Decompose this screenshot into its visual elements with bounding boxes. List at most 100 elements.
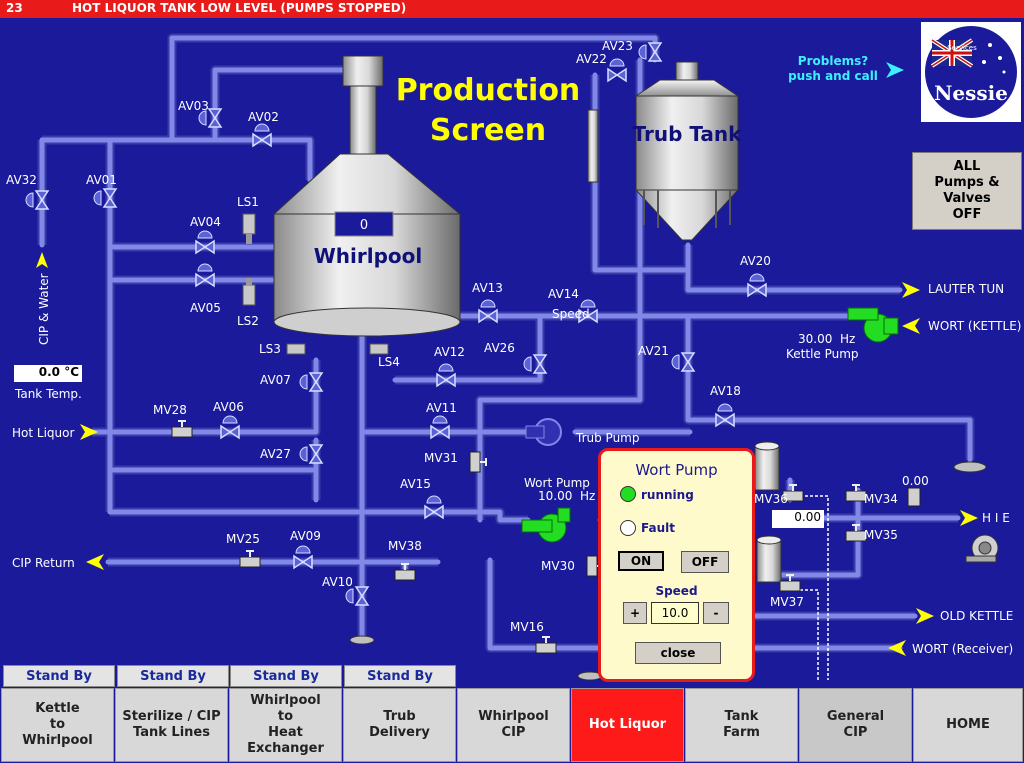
valve-mv36[interactable]	[782, 484, 804, 502]
valve-av03[interactable]	[198, 108, 223, 128]
hie-pump-icon	[965, 534, 999, 563]
valve-mv35[interactable]	[845, 524, 867, 542]
sample-valve-icon[interactable]	[907, 487, 921, 507]
nav-trub-delivery[interactable]: Trub Delivery	[343, 688, 456, 762]
sensor-ls2	[242, 278, 256, 306]
speed-decrease-button[interactable]: -	[703, 602, 729, 624]
process-diagram: Production Screen 0 Whirlpool Trub Tank	[6, 22, 1021, 681]
alarm-bar: 23 HOT LIQUOR TANK LOW LEVEL (PUMPS STOP…	[0, 0, 1024, 18]
label-av23: AV23	[602, 39, 633, 53]
valve-mv38[interactable]	[394, 563, 416, 581]
label-av01: AV01	[86, 173, 117, 187]
all-off-button[interactable]: ALL Pumps & Valves OFF	[912, 152, 1022, 230]
nav-whirlpool-cip[interactable]: Whirlpool CIP	[457, 688, 570, 762]
valve-labels: AV01 AV02 AV03 AV04 AV05 AV06 AV07 AV09 …	[6, 39, 898, 634]
label-mv25: MV25	[226, 532, 260, 546]
sensor-ls3	[286, 343, 306, 355]
standby-kettle-to-whirlpool[interactable]: Stand By	[3, 665, 115, 687]
valve-av05[interactable]	[195, 263, 215, 288]
tank-temp-unit: °C	[64, 365, 79, 379]
hie-top-value: 0.00	[902, 474, 929, 488]
label-av26: AV26	[484, 341, 515, 355]
logo-text: Nessie	[934, 81, 1008, 105]
pump-labels: 30.00 Hz Kettle Pump Wort Pump 10.00 Hz …	[524, 307, 929, 503]
pump-off-button[interactable]: OFF	[681, 551, 729, 573]
trub-tank[interactable]: Trub Tank	[633, 61, 743, 241]
nav-kettle-to-whirlpool[interactable]: Kettle to Whirlpool	[1, 688, 114, 762]
valve-av22[interactable]	[607, 58, 627, 83]
sight-glass	[587, 109, 599, 183]
standby-trub-delivery[interactable]: Stand By	[344, 665, 456, 687]
speed-increase-button[interactable]: +	[623, 602, 647, 624]
valve-av01[interactable]	[93, 188, 118, 208]
valve-av23[interactable]	[638, 42, 663, 62]
fault-indicator-icon	[620, 520, 636, 536]
valve-av02[interactable]	[252, 123, 272, 148]
valve-mv37[interactable]	[779, 574, 801, 592]
arrow-right-icon	[960, 510, 978, 526]
valve-av06[interactable]	[220, 415, 240, 440]
trub-pump-label: Trub Pump	[575, 431, 639, 445]
nav-sterilize-cip[interactable]: Sterilize / CIP Tank Lines	[115, 688, 228, 762]
speed-input[interactable]: 10.0	[651, 602, 699, 624]
valve-av07[interactable]	[299, 372, 324, 392]
speed-label: Speed	[655, 584, 698, 598]
valve-mv34[interactable]	[845, 484, 867, 502]
label-av02: AV02	[248, 110, 279, 124]
title-line-2: Screen	[430, 113, 546, 148]
label-mv16: MV16	[510, 620, 544, 634]
all-off-line-3: OFF	[952, 207, 982, 222]
valve-mv31[interactable]	[469, 451, 487, 473]
label-mv38: MV38	[388, 539, 422, 553]
arrow-right-icon	[916, 608, 934, 624]
speed-label-small: Speed	[552, 307, 590, 321]
nessie-logo[interactable]: Nessie Services	[921, 22, 1021, 122]
label-av10: AV10	[322, 575, 353, 589]
help-line-1: Problems?	[798, 54, 868, 68]
valve-av15[interactable]	[424, 495, 444, 520]
nav-home[interactable]: HOME	[913, 688, 1023, 762]
valve-av20[interactable]	[747, 273, 767, 298]
valve-av12[interactable]	[436, 363, 456, 388]
fault-label: Fault	[641, 521, 675, 535]
valve-av04[interactable]	[195, 230, 215, 255]
nav-general-cip[interactable]: General CIP	[799, 688, 912, 762]
trub-pump-icon[interactable]	[525, 418, 562, 446]
valve-av13[interactable]	[478, 299, 498, 324]
kettle-pump[interactable]	[847, 307, 899, 343]
kettle-pump-speed: 30.00	[798, 332, 832, 346]
standby-whirlpool-to-hex[interactable]: Stand By	[230, 665, 342, 687]
nav-hot-liquor[interactable]: Hot Liquor	[571, 688, 684, 762]
label-av04: AV04	[190, 215, 221, 229]
valve-mv28[interactable]	[171, 420, 193, 438]
valve-av21[interactable]	[671, 352, 696, 372]
close-button[interactable]: close	[635, 642, 721, 664]
label-av27: AV27	[260, 447, 291, 461]
standby-sterilize-cip[interactable]: Stand By	[117, 665, 229, 687]
valve-mv16[interactable]	[535, 636, 557, 654]
nav-whirlpool-to-hex[interactable]: Whirlpool to Heat Exchanger	[229, 688, 342, 762]
valve-av27[interactable]	[299, 444, 324, 464]
heat-exchanger-vessels	[754, 441, 782, 583]
tank-temp-display: 0.0 °C	[14, 365, 82, 382]
sensor-ls4	[369, 343, 389, 355]
valve-av26[interactable]	[523, 354, 548, 374]
nav-tank-farm[interactable]: Tank Farm	[685, 688, 798, 762]
label-mv31: MV31	[424, 451, 458, 465]
title-line-1: Production	[396, 73, 581, 108]
wort-pump-icon[interactable]	[521, 507, 571, 543]
pump-on-button[interactable]: ON	[618, 551, 664, 571]
valve-av18[interactable]	[715, 403, 735, 428]
whirlpool-tank[interactable]: 0 Whirlpool	[272, 55, 462, 337]
valve-av32[interactable]	[25, 190, 50, 210]
wort-receiver-label: WORT (Receiver)	[912, 642, 1013, 656]
valve-av09[interactable]	[293, 545, 313, 570]
label-mv30: MV30	[541, 559, 575, 573]
valve-av10[interactable]	[345, 586, 370, 606]
valve-mv25[interactable]	[239, 550, 261, 568]
label-ls4: LS4	[378, 355, 400, 369]
label-mv37: MV37	[770, 595, 804, 609]
valve-av14[interactable]	[578, 299, 598, 324]
valve-av11[interactable]	[430, 415, 450, 440]
alarm-code: 23	[6, 1, 23, 15]
